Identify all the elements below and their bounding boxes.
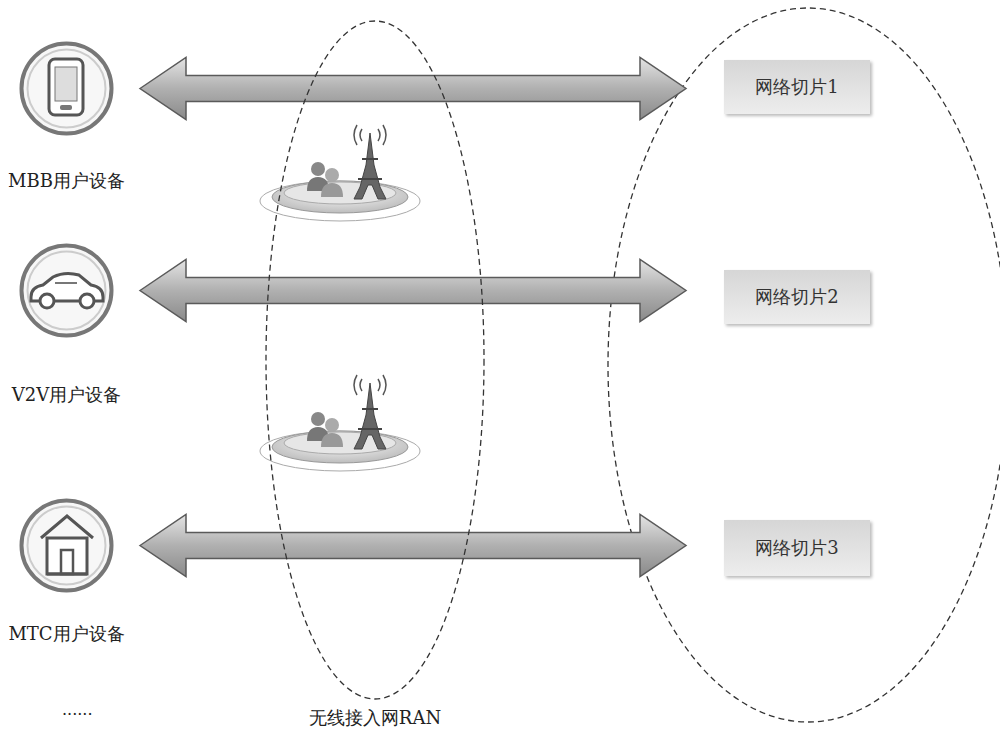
slice-box: 网络切片2	[724, 270, 870, 324]
device-circle	[19, 41, 114, 136]
double-arrow	[140, 260, 686, 322]
core-region-ellipse	[608, 8, 1000, 722]
slice-label: 网络切片3	[755, 536, 838, 560]
slice-box: 网络切片1	[724, 60, 870, 114]
node-label: MTC用户设备	[8, 622, 124, 646]
ran-region: 无线接入网RAN	[265, 20, 485, 700]
device-circle	[19, 498, 114, 593]
slice-box: 网络切片3	[724, 520, 870, 576]
double-arrow	[140, 58, 686, 120]
node-label: 无线接入网RAN	[309, 706, 441, 730]
device-circle	[19, 243, 114, 338]
double-arrow	[140, 515, 686, 577]
ran-ellipse	[265, 20, 485, 700]
node-label: V2V用户设备	[12, 383, 121, 407]
node-label: MBB用户设备	[8, 169, 125, 193]
device-icon: MTC用户设备	[19, 498, 114, 593]
device-icon: V2V用户设备	[19, 243, 114, 338]
base-station-illustration	[260, 125, 420, 221]
slice-label: 网络切片2	[755, 285, 838, 309]
base-station-illustration	[260, 375, 420, 471]
ellipsis-note: ......	[62, 700, 93, 719]
slice-label: 网络切片1	[755, 75, 838, 99]
device-icon: MBB用户设备	[19, 41, 114, 136]
